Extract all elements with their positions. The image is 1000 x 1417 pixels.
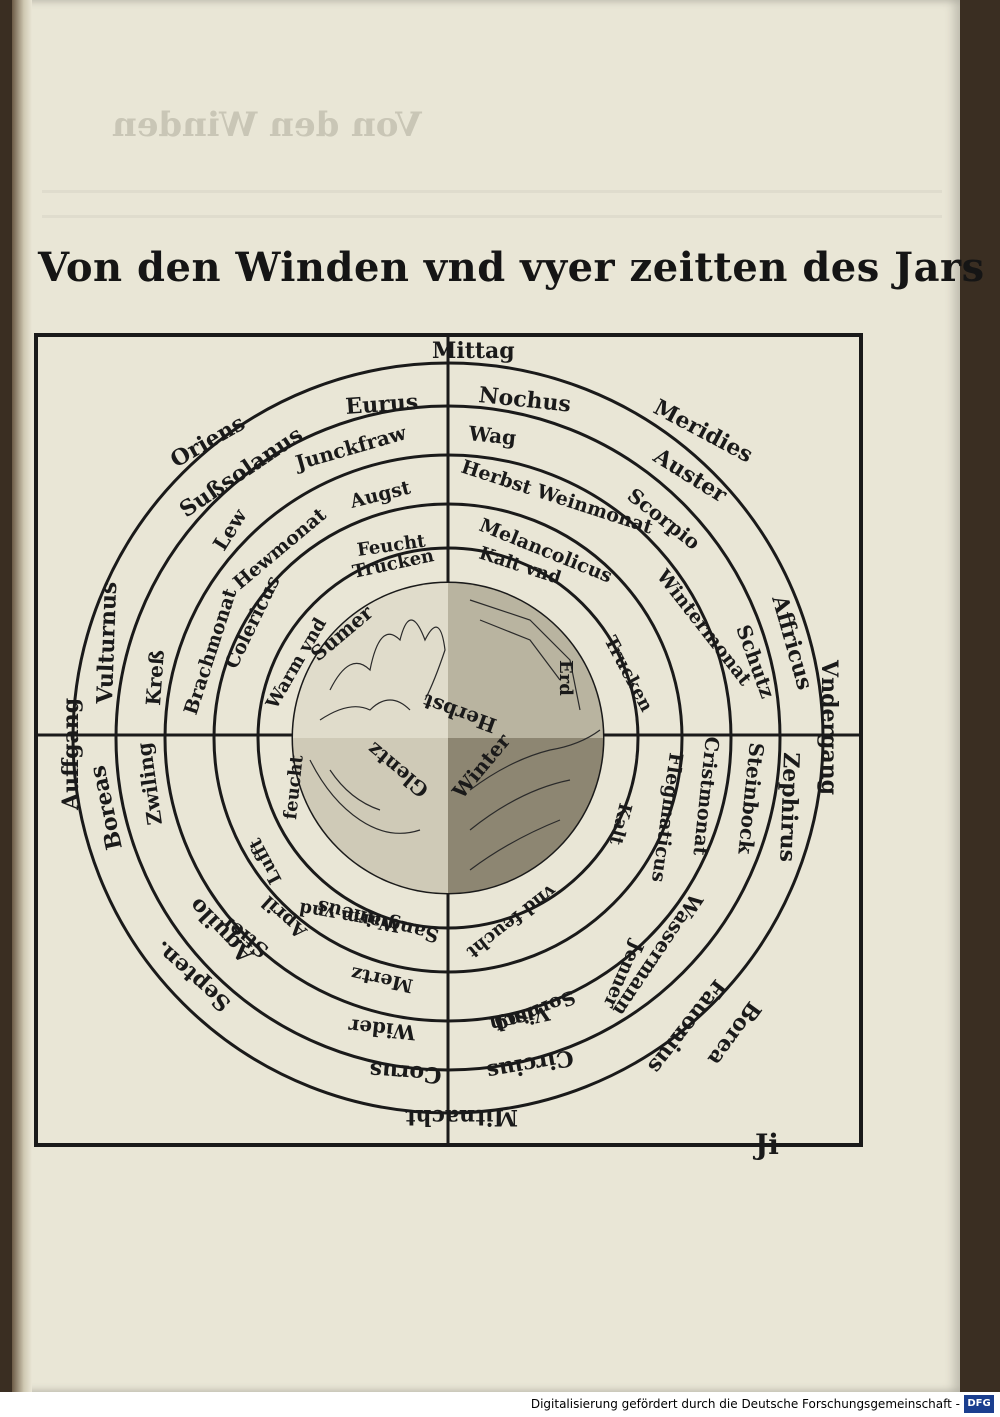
element-label: Erd <box>555 660 576 696</box>
wind-label: Eurus <box>345 389 419 420</box>
sign-label: Kreß <box>141 649 169 706</box>
sign-label: Wag <box>466 421 517 450</box>
direction-bottom-label: Mitnacht <box>404 1104 518 1130</box>
wind-label: Zephirus <box>774 752 804 863</box>
dfg-logo-icon: DFG <box>964 1395 994 1413</box>
footer-credit: Digitalisierung gefördert durch die Deut… <box>531 1397 960 1411</box>
footer-bar: Digitalisierung gefördert durch die Deut… <box>0 1392 1000 1417</box>
direction-right-label: Vndergang <box>816 659 842 795</box>
direction-left-label: Auffgang <box>58 698 84 811</box>
wind-label: Corus <box>369 1057 443 1088</box>
signature-mark: Ji <box>755 1128 779 1161</box>
wind-label: Vulturnus <box>92 581 122 705</box>
direction-top-label: Mittag <box>432 338 515 364</box>
